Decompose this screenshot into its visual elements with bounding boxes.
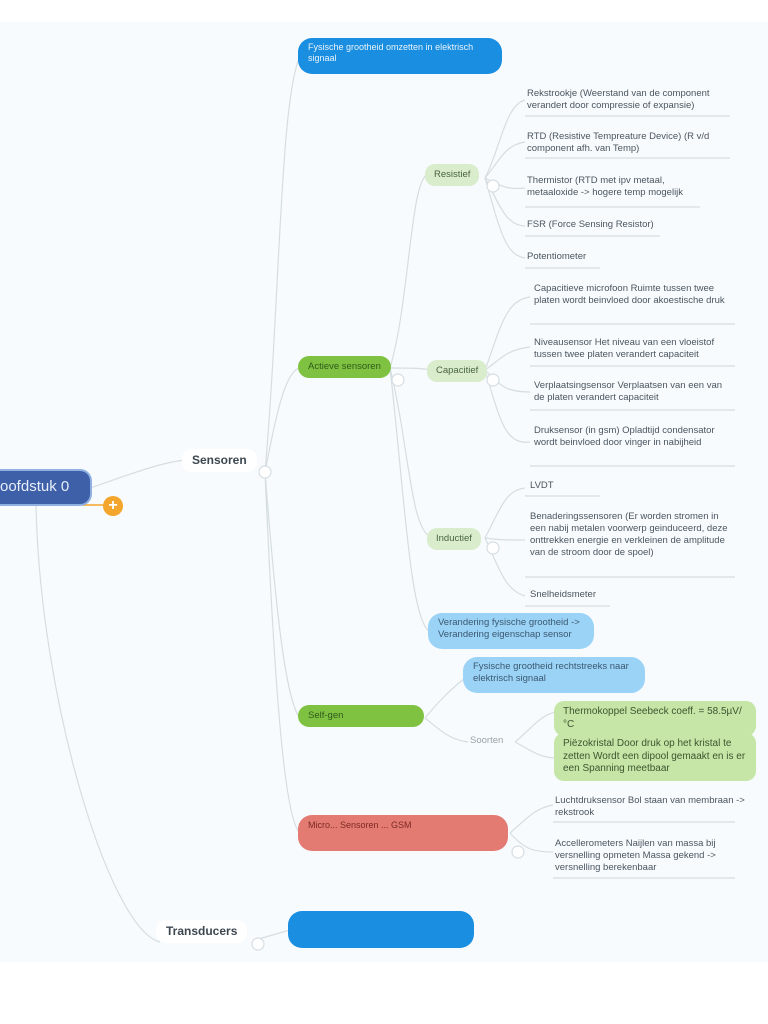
branch-transducers[interactable]: Transducers: [156, 920, 248, 943]
soorten-item[interactable]: Thermokoppel Seebeck coeff. = 58.5µV/°C: [554, 701, 756, 736]
inductief-node[interactable]: Inductief: [427, 528, 481, 550]
expand-plus-icon[interactable]: +: [103, 496, 123, 516]
inductief-item[interactable]: LVDT: [530, 480, 554, 491]
self-generating-description[interactable]: Fysische grootheid rechtstreeks naar ele…: [463, 657, 645, 693]
resistief-item[interactable]: FSR (Force Sensing Resistor): [527, 219, 654, 230]
capacitief-node[interactable]: Capacitief: [427, 360, 488, 382]
actieve-sensoren-node[interactable]: Actieve sensoren: [298, 356, 391, 378]
resistief-item[interactable]: Rekstrookje (Weerstand van de component …: [527, 88, 710, 111]
soorten-item[interactable]: Piëzokristal Door druk op het kristal te…: [554, 733, 756, 781]
inductief-item[interactable]: Snelheidsmeter: [530, 589, 597, 600]
capacitief-item[interactable]: Druksensor (in gsm) Opladtijd condensato…: [534, 425, 715, 448]
inductief-item[interactable]: Benaderingssensoren (Er worden stromen i…: [530, 511, 728, 558]
capacitief-item[interactable]: Capacitieve microfoon Ruimte tussen twee…: [534, 283, 725, 306]
capacitief-item[interactable]: Niveausensor Het niveau van een vloeisto…: [534, 337, 715, 360]
root-node[interactable]: oofdstuk 0: [0, 469, 92, 506]
verandering-node[interactable]: Verandering fysische grootheid -> Verand…: [428, 613, 594, 649]
micro-sensoren-node[interactable]: Micro... Sensoren ... GSM: [298, 815, 508, 851]
mindmap-canvas: [0, 22, 768, 962]
self-generating-node[interactable]: Self-gen: [298, 705, 424, 727]
soorten-node[interactable]: Soorten: [470, 735, 504, 746]
sensoren-description[interactable]: Fysische grootheid omzetten in elektrisc…: [298, 38, 502, 74]
micro-item[interactable]: Accellerometers Naijlen van massa bij ve…: [555, 838, 716, 873]
resistief-node[interactable]: Resistief: [425, 164, 480, 186]
capacitief-item[interactable]: Verplaatsingsensor Verplaatsen van een v…: [534, 380, 723, 403]
transducers-node[interactable]: [288, 911, 474, 948]
resistief-item[interactable]: RTD (Resistive Tempreature Device) (R v/…: [527, 131, 710, 154]
root-label: oofdstuk 0: [0, 478, 70, 495]
branch-sensoren[interactable]: Sensoren: [182, 449, 257, 472]
resistief-item[interactable]: Thermistor (RTD met ipv metaal, metaalox…: [527, 175, 684, 198]
micro-item[interactable]: Luchtdruksensor Bol staan van membraan -…: [555, 795, 745, 818]
resistief-item[interactable]: Potentiometer: [527, 251, 587, 262]
